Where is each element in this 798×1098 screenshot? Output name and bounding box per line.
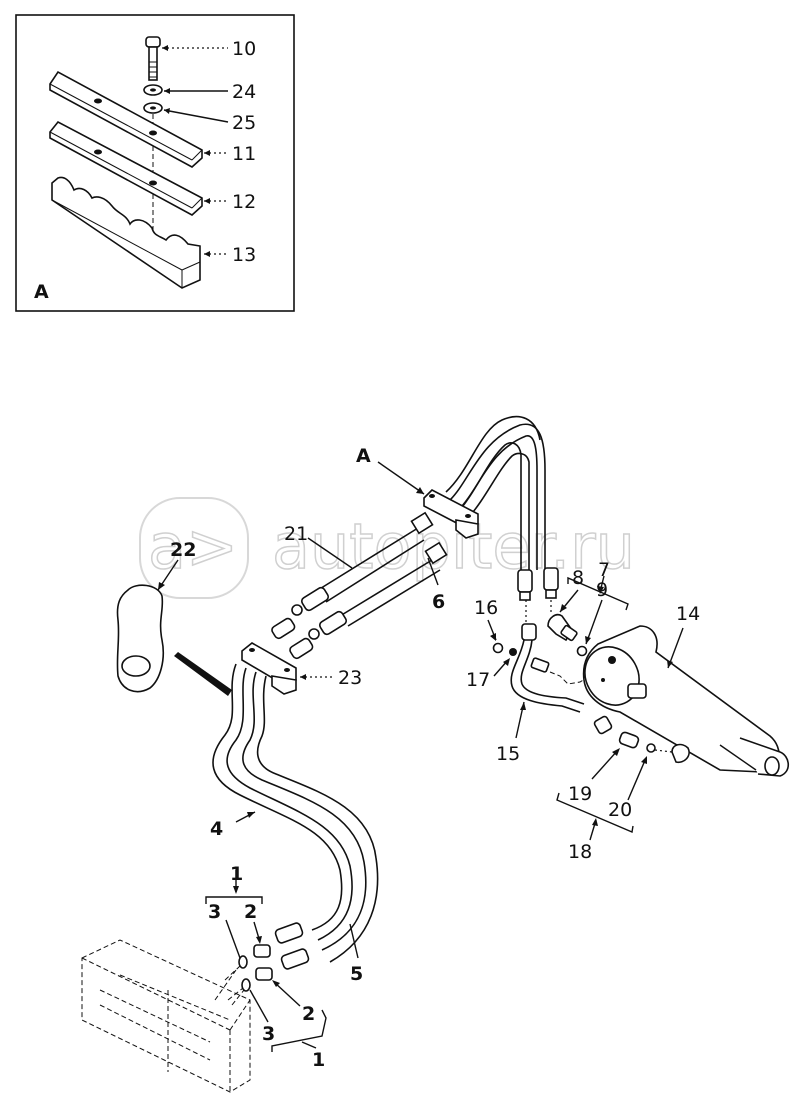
callout-8: 8 (572, 567, 584, 589)
screw-16-icon (492, 642, 504, 654)
inset-label: A (34, 281, 49, 303)
fitting-19-icon (618, 731, 640, 749)
watermark: a> autopiter.ru (139, 497, 636, 599)
callout-9: 9 (596, 579, 608, 601)
callout-20: 20 (608, 799, 632, 821)
hose-21-icon (317, 511, 434, 603)
callout-17: 17 (466, 669, 490, 691)
callout-15: 15 (496, 743, 520, 765)
callout-18: 18 (568, 841, 592, 863)
callout-11: 11 (232, 143, 256, 165)
hose-6-7-icon (445, 415, 559, 601)
watermark-logo: a> (148, 510, 238, 583)
callout-3-bottom: 3 (262, 1023, 275, 1045)
hose-clamp-a-icon (423, 489, 479, 539)
port-cap-icon (671, 743, 690, 764)
callout-1-top: 1 (230, 863, 243, 885)
callout-24: 24 (232, 81, 256, 103)
callout-1-bottom: 1 (312, 1049, 325, 1071)
wedge-pointer-icon (174, 652, 232, 696)
upper-clamp-plate-icon (49, 70, 203, 168)
main-assembly: A 21 6 22 23 4 5 7 8 9 14 16 17 15 19 20… (81, 415, 790, 1093)
callout-25: 25 (232, 112, 256, 134)
cylinder-14-icon (582, 625, 790, 777)
elbow-fitting-8-icon (547, 600, 578, 642)
valve-block-icon (81, 939, 251, 1093)
callout-3-top: 3 (208, 901, 221, 923)
callout-19: 19 (568, 783, 592, 805)
inset-detail-a: 10 24 25 11 12 13 A (15, 14, 295, 312)
callout-2-bottom: 2 (302, 1003, 315, 1025)
lower-clamp-plate-icon (49, 120, 203, 216)
hose-4-5-icon (212, 663, 379, 970)
callout-7: 7 (598, 559, 610, 581)
callout-6: 6 (432, 591, 445, 613)
callout-2-top: 2 (244, 901, 257, 923)
callout-5: 5 (350, 963, 363, 985)
boot-22-icon (116, 584, 165, 693)
callout-12: 12 (232, 191, 256, 213)
washer-17-icon (509, 648, 517, 656)
callout-14: 14 (676, 603, 700, 625)
o-ring-3-bottom-icon (241, 978, 251, 992)
clamp-block-icon (51, 176, 201, 289)
fitting-block-icon (593, 715, 613, 735)
hose-6-icon (339, 541, 448, 627)
fitting-2-top-icon (253, 944, 271, 958)
inset-frame (15, 14, 295, 312)
callout-16: 16 (474, 597, 498, 619)
callout-23: 23 (338, 667, 362, 689)
fitting-2-bottom-icon (255, 967, 273, 981)
hose-clamp-23-icon (241, 642, 297, 695)
tube-15-icon (510, 600, 601, 713)
callout-13: 13 (232, 244, 256, 266)
o-ring-9-icon (576, 645, 588, 657)
detail-ref-a: A (356, 445, 371, 467)
callout-21: 21 (284, 523, 308, 545)
watermark-logo-frame (139, 497, 249, 599)
callout-4: 4 (210, 818, 223, 840)
callout-22: 22 (170, 539, 196, 561)
o-ring-3-top-icon (238, 955, 248, 969)
o-ring-20-icon (646, 743, 656, 753)
callout-10: 10 (232, 38, 256, 60)
bolt-icon (145, 36, 161, 81)
